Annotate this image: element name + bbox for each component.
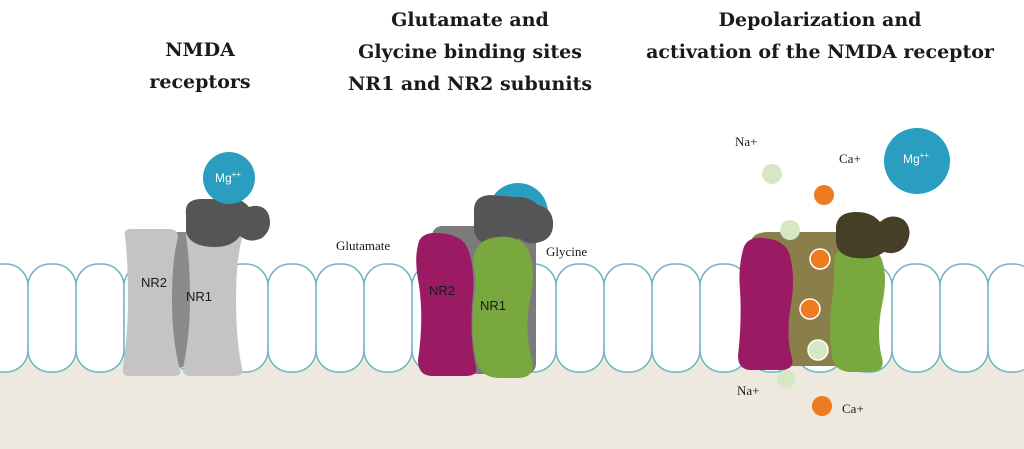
ca-top-label: Ca+	[839, 151, 861, 166]
title-line: Depolarization and	[718, 9, 922, 31]
phospholipid	[891, 263, 941, 373]
panel2-title: Glutamate and Glycine binding sites NR1 …	[330, 4, 610, 100]
nr1-subunit	[830, 244, 885, 372]
phospholipid	[315, 263, 365, 373]
mg-ion	[203, 152, 255, 204]
mg-base: Mg	[903, 152, 920, 166]
phospholipid	[27, 263, 77, 373]
nr2-subunit	[416, 232, 477, 376]
nr2-label: NR2	[429, 283, 456, 298]
na-ion	[780, 220, 800, 240]
na-ion	[762, 164, 782, 184]
ca-bottom-label: Ca+	[842, 401, 864, 416]
extracellular-cap	[836, 212, 910, 259]
ca-ion	[814, 185, 834, 205]
title-line: NMDA	[165, 39, 235, 61]
extracellular-cap	[473, 195, 554, 247]
title-line: activation of the NMDA receptor	[646, 41, 994, 63]
extracellular-cap	[185, 198, 270, 247]
receptor-binding	[416, 183, 554, 378]
mg-charge: ++	[231, 170, 242, 179]
ca-ion	[812, 396, 832, 416]
glycine-label: Glycine	[546, 244, 588, 259]
na-ion	[807, 339, 829, 361]
nr1-label: NR1	[186, 289, 213, 304]
nr2-subunit	[738, 237, 793, 370]
nr1-subunit	[182, 228, 243, 376]
phospholipid	[651, 263, 701, 373]
phospholipid	[75, 263, 125, 373]
phospholipid	[555, 263, 605, 373]
title-line: receptors	[149, 71, 251, 93]
panel3-title: Depolarization and activation of the NMD…	[620, 4, 1020, 68]
receptor-activated	[738, 128, 950, 416]
nr2-subunit	[122, 228, 181, 376]
ca-ion	[809, 248, 831, 270]
phospholipid	[363, 263, 413, 373]
title-line: Glycine binding sites	[358, 41, 582, 63]
title-line: Glutamate and	[391, 9, 549, 31]
panel1-title: NMDA receptors	[100, 34, 300, 98]
nr1-subunit	[472, 236, 533, 378]
mg-base: Mg	[215, 171, 232, 185]
mg-ion	[884, 128, 950, 194]
nr2-label: NR2	[141, 275, 168, 290]
mg-label: Mg++	[215, 170, 241, 185]
title-line: NR1 and NR2 subunits	[347, 73, 593, 95]
na-ion	[777, 370, 795, 388]
phospholipid	[0, 263, 29, 373]
phospholipid	[939, 263, 989, 373]
nr1-label: NR1	[480, 298, 507, 313]
phospholipid	[267, 263, 317, 373]
phospholipid	[603, 263, 653, 373]
ca-ion	[799, 298, 821, 320]
receptor-resting	[122, 152, 270, 376]
mg-charge: ++	[919, 151, 930, 160]
na-top-label: Na+	[735, 134, 758, 149]
glutamate-label: Glutamate	[336, 238, 391, 253]
phospholipid	[987, 263, 1024, 373]
na-bottom-label: Na+	[737, 383, 760, 398]
mg-label: Mg++	[903, 151, 929, 166]
